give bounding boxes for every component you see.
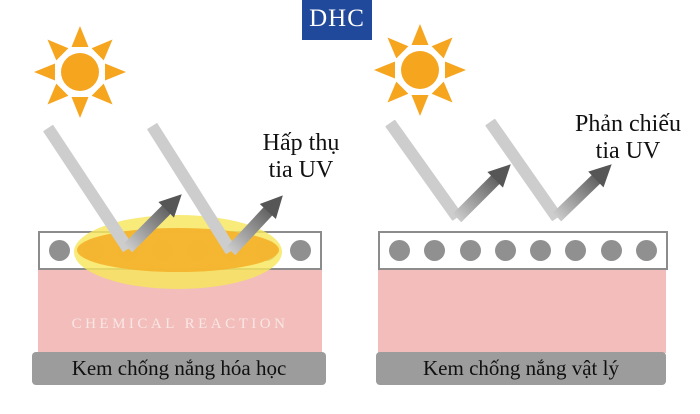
- annotation-line: Hấp thụ: [262, 130, 340, 156]
- skin-layer-physical: [378, 270, 666, 353]
- caption-text: Kem chống nắng vật lý: [423, 356, 619, 380]
- sunscreen-film-physical: [378, 231, 668, 270]
- annotation-line: tia UV: [595, 138, 661, 164]
- annotation-absorb-uv: Hấp thụ tia UV: [231, 130, 371, 184]
- annotation-line: tia UV: [268, 157, 334, 183]
- uv-reflected-arrow: [449, 156, 519, 226]
- sunscreen-particle: [565, 240, 587, 261]
- particle-row: [380, 233, 666, 268]
- sunscreen-particle: [289, 240, 311, 261]
- uv-ray-incoming: [385, 119, 462, 221]
- annotation-line: Phản chiếu: [575, 111, 681, 137]
- uv-reflected-arrow: [549, 156, 620, 225]
- sun-icon: [374, 24, 466, 116]
- chemical-reaction-label: CHEMICAL REACTION: [71, 316, 289, 332]
- uv-ray-incoming: [485, 118, 562, 221]
- sunscreen-particle: [600, 240, 622, 261]
- sunscreen-particle: [424, 240, 446, 261]
- caption-text: Kem chống nắng hóa học: [71, 356, 287, 380]
- chemical-reaction-glow-inner: [77, 228, 279, 272]
- sunscreen-particle: [635, 240, 657, 261]
- dhc-logo: DHC: [302, 0, 372, 40]
- sunscreen-particle: [530, 240, 552, 261]
- caption-chemical-sunscreen: Kem chống nắng hóa học: [32, 352, 326, 385]
- sunscreen-particle: [494, 240, 516, 261]
- sun-icon: [34, 26, 127, 118]
- sunscreen-particle: [459, 240, 481, 261]
- annotation-reflect-uv: Phản chiếu tia UV: [558, 111, 698, 165]
- dhc-logo-text: DHC: [309, 5, 365, 32]
- sunscreen-particle: [49, 240, 70, 261]
- caption-physical-sunscreen: Kem chống nắng vật lý: [376, 352, 666, 385]
- sunscreen-particle: [389, 240, 410, 261]
